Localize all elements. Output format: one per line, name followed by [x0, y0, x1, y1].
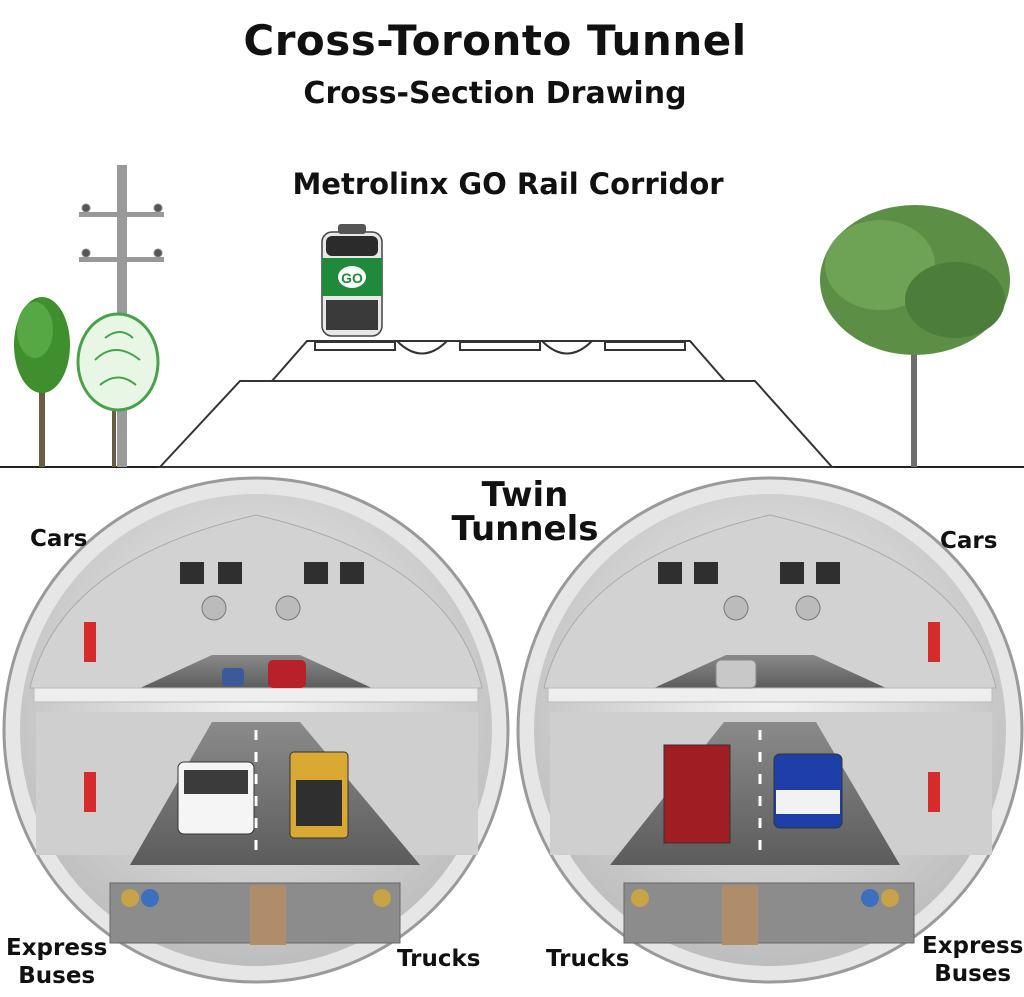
right-express-buses-label: Express Buses — [922, 932, 1023, 988]
right-tunnel — [516, 476, 1024, 984]
go-train-icon: GO — [321, 224, 383, 337]
page-title: Cross-Toronto Tunnel — [243, 16, 747, 65]
twin-label-line2: Tunnels — [451, 509, 599, 549]
train-logo: GO — [341, 270, 363, 286]
tree-icon-right — [820, 205, 1010, 467]
right-bus-label-line1: Express — [922, 933, 1024, 959]
right-cars-label: Cars — [940, 528, 998, 554]
rail-embankment — [157, 340, 835, 468]
page-subtitle: Cross-Section Drawing — [303, 76, 687, 111]
right-bus-label-line2: Buses — [934, 961, 1012, 987]
left-bus-label-line2: Buses — [18, 963, 96, 989]
left-trucks-label: Trucks — [397, 946, 481, 972]
left-cars-label: Cars — [30, 526, 88, 552]
twin-label-line1: Twin — [481, 475, 569, 515]
tree-icon-outline — [76, 312, 160, 467]
left-bus-label-line1: Express — [6, 935, 108, 961]
right-trucks-label: Trucks — [546, 946, 630, 972]
corridor-label: Metrolinx GO Rail Corridor — [292, 167, 724, 201]
left-tunnel — [2, 476, 510, 984]
twin-tunnels-label: Twin Tunnels — [420, 478, 630, 546]
tree-icon-left — [14, 297, 70, 467]
left-express-buses-label: Express Buses — [6, 934, 107, 990]
